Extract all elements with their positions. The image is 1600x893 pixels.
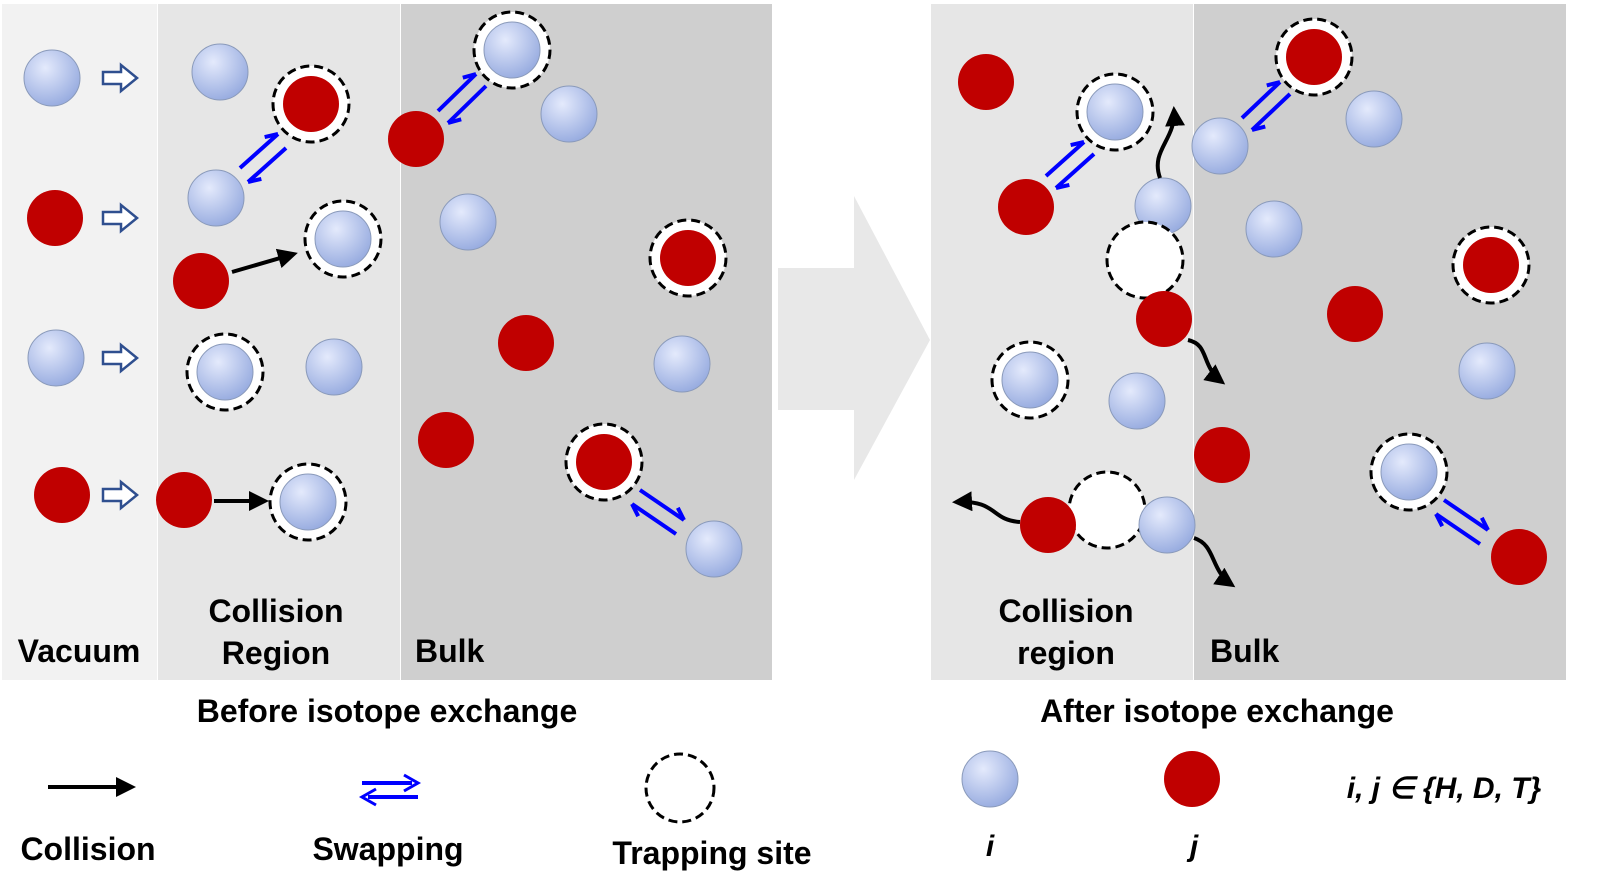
particle-i	[23, 49, 81, 107]
before-caption: Before isotope exchange	[197, 693, 578, 729]
particle-i	[1345, 90, 1403, 148]
particle-j	[1463, 237, 1519, 293]
particle-j	[156, 472, 212, 528]
diffusion-arrow	[1187, 338, 1226, 385]
particle-i	[483, 21, 541, 79]
particle-i	[1086, 83, 1144, 141]
particle-j	[27, 190, 83, 246]
swap-arrowhead	[1480, 516, 1490, 531]
trapping-site	[1067, 470, 1147, 550]
collision-region-label-line2: region	[1017, 635, 1115, 671]
particle-i	[314, 210, 372, 268]
legend-collision-label: Collision	[20, 831, 155, 867]
particle-j	[958, 54, 1014, 110]
legend-swapping-label: Swapping	[312, 831, 463, 867]
particle-i	[653, 335, 711, 393]
swap-arrows-icon	[1240, 80, 1292, 132]
particle-i	[279, 473, 337, 531]
swap-arrows-icon	[238, 132, 288, 184]
particle-i	[196, 343, 254, 401]
swap-arrows-icon	[1044, 140, 1096, 190]
swap-arrowhead	[676, 506, 686, 521]
collision-arrow	[231, 248, 298, 274]
swap-arrows-icon	[1434, 498, 1490, 546]
particle-j	[1286, 29, 1342, 85]
particle-i	[305, 338, 363, 396]
particle-i	[1191, 117, 1249, 175]
swap-arrowhead	[462, 72, 477, 80]
swap-arrowhead	[1434, 513, 1444, 528]
swap-arrowhead	[1055, 182, 1070, 190]
particle-j	[283, 76, 339, 132]
particle-j	[1136, 291, 1192, 347]
particle-j	[1020, 497, 1076, 553]
particle-j	[1194, 427, 1250, 483]
trapping-site-icon	[644, 752, 716, 824]
bulk-label: Bulk	[1210, 633, 1280, 669]
collision-region-label-line2: Region	[222, 635, 330, 671]
escape-arrow	[1155, 106, 1186, 179]
particle-i-icon	[961, 750, 1019, 808]
particle-i	[1001, 351, 1059, 409]
particle-j	[998, 179, 1054, 235]
particle-i	[1380, 443, 1438, 501]
swap-arrows-icon	[358, 773, 422, 807]
particle-j	[1327, 286, 1383, 342]
collision-region-label-line1: Collision	[208, 593, 343, 629]
bulk-label: Bulk	[415, 633, 485, 669]
legend-particle-j-label: j	[1186, 830, 1199, 863]
particle-i	[187, 169, 245, 227]
particle-j	[34, 467, 90, 523]
particle-j	[418, 412, 474, 468]
particle-j-icon	[1164, 751, 1220, 807]
diffusion-arrow	[1193, 536, 1236, 588]
legend-particle-i-label: i	[986, 830, 995, 863]
swap-arrowhead	[447, 117, 462, 125]
particle-i	[540, 85, 598, 143]
before-panel: Vacuum Collision Region Bulk	[2, 4, 772, 680]
transition-arrow-icon	[778, 196, 930, 480]
swap-arrowhead	[1266, 80, 1281, 88]
particle-i	[439, 193, 497, 251]
swap-arrows-icon	[436, 72, 488, 125]
particle-j	[388, 111, 444, 167]
legend: Collision Swapping Trapping site i j i, …	[20, 750, 1542, 871]
after-caption: After isotope exchange	[1040, 693, 1394, 729]
particle-j	[173, 253, 229, 309]
legend-trapping-site-label: Trapping site	[612, 835, 811, 871]
particle-j	[1491, 529, 1547, 585]
particle-i	[1245, 200, 1303, 258]
particle-i	[1138, 496, 1196, 554]
swap-arrowhead	[1070, 140, 1085, 148]
trapping-site	[1105, 220, 1185, 300]
swap-arrowhead	[247, 176, 262, 184]
particle-i	[1108, 372, 1166, 430]
swap-arrowhead	[1251, 124, 1266, 132]
swap-arrowhead	[264, 132, 279, 140]
particle-j	[576, 434, 632, 490]
collision-region-label-line1: Collision	[998, 593, 1133, 629]
escape-arrow	[952, 491, 1021, 524]
particle-j	[498, 315, 554, 371]
particle-j	[660, 230, 716, 286]
vacuum-label: Vacuum	[18, 633, 141, 669]
particle-i	[685, 520, 743, 578]
swap-arrows-icon	[630, 488, 686, 536]
swap-arrowhead	[630, 503, 640, 518]
particle-i	[191, 43, 249, 101]
after-panel: Collision region Bulk	[931, 4, 1566, 680]
particle-i	[27, 329, 85, 387]
particle-i	[1458, 342, 1516, 400]
isotope-set-notation: i, j ∈ {H, D, T}	[1347, 772, 1542, 805]
